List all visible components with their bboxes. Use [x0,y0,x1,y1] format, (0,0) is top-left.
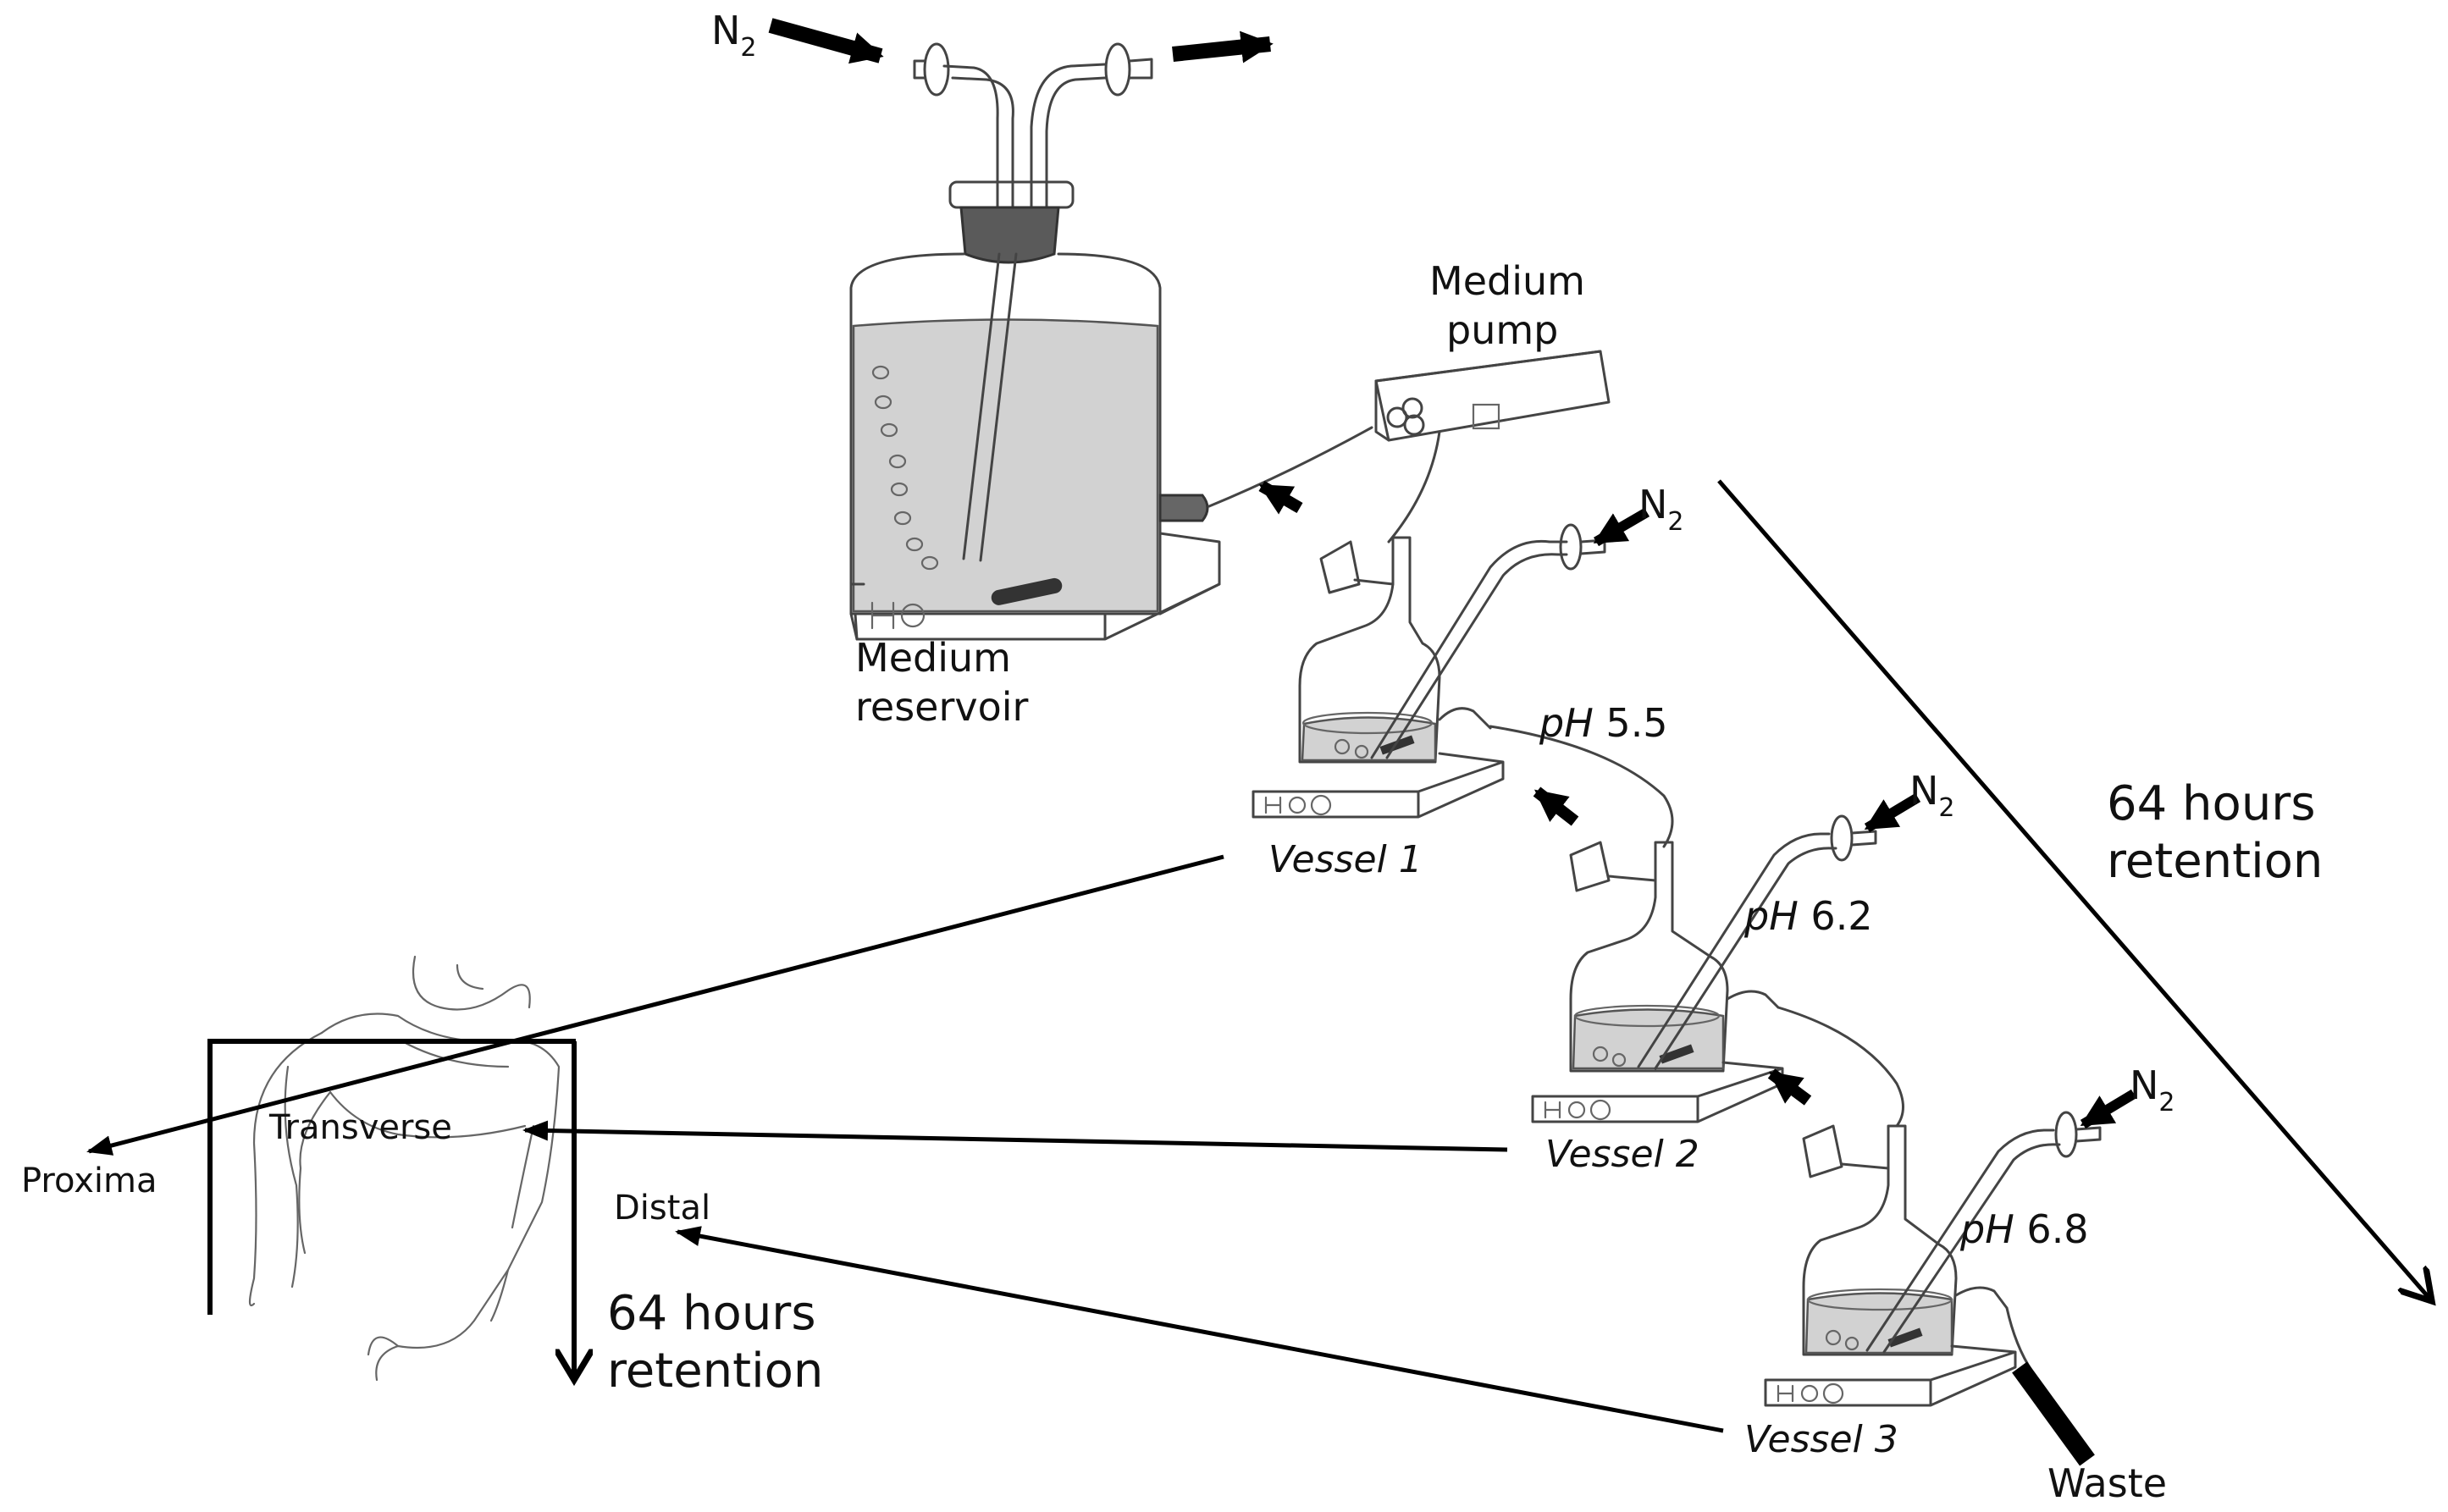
pump-inlet-tubing [1207,426,1373,508]
medium-reservoir [849,42,1221,641]
vessel-2-gas-label: N2 [1909,768,1955,823]
vessel-1-outlet [1438,707,1492,730]
vessel-2-flask [1569,841,1729,1073]
vessel-3-ph-label: pH 6.8 [1959,1206,2089,1252]
vessel-3-gas-label: N2 [2130,1062,2175,1117]
vessel-1-ph-label: pH 5.5 [1539,700,1668,746]
waste-label: Waste [2047,1460,2167,1506]
vessel-1 [1252,523,1606,819]
vessel-3-liquid [1804,1292,1953,1355]
colon-label-proximal: Proxima [21,1162,157,1200]
reservoir-plate-switch [870,601,895,630]
medium-pump [1207,350,1611,544]
reservoir-filter-in [913,42,950,97]
vessel-1-gas-arrow [1593,507,1650,547]
vessel-3-stirrer-plate [1764,1344,2017,1407]
vessel-3-flask [1802,1124,1958,1356]
reservoir-gas-in-tube [942,64,999,256]
waste-tubing [2005,1306,2034,1373]
vessel-2-gas-arrow [1864,792,1921,833]
vessel-3-gas-arrow [2080,1089,2137,1129]
vessel-3-label: Vessel 3 [1744,1418,1898,1461]
reservoir-filter-out [1104,42,1153,97]
waste-arrow [2012,1361,2095,1466]
vessel-1-liquid [1301,716,1437,762]
vessel-2-label: Vessel 2 [1545,1133,1699,1176]
pointer-vessel-3-to-distal [675,1226,1724,1433]
vessel-3-valve [1802,1124,1843,1178]
pointer-vessel-2-to-transverse [522,1120,1508,1152]
vessel-2-stirrer-plate [1531,1061,1784,1123]
pump-display [1472,403,1500,430]
vessel-3-outlet [1954,1286,2009,1310]
vessel-3-filter [2054,1111,2078,1158]
colon-label-transverse: Transverse [268,1108,452,1147]
vessel-2-gas-tube [1637,832,1831,1068]
pointer-vessel-1-to-proximal [86,854,1224,1156]
vessel-2-ph-label: pH 6.2 [1743,893,1873,939]
tubing-vessel-2-to-3 [1777,1006,1904,1128]
flow-arrow-vessel-3-to-2 [1767,1068,1812,1106]
reservoir-gas-out-arrow [1172,30,1274,63]
vessel-3-gas-tube [1865,1128,2055,1352]
reservoir-stopper [959,206,1060,264]
vessel-1-flask [1298,536,1441,764]
colon-sketch [207,955,576,1380]
vessel-3 [1764,1111,2102,1407]
vessel-1-label: Vessel 1 [1268,838,1423,881]
pump-roller-icon [1386,406,1408,428]
vessel-2-outlet [1726,990,1780,1009]
vessel-1-stirrer-plate [1252,752,1505,819]
vessel-1-valve [1319,540,1361,594]
tubing-vessel-1-to-2 [1489,725,1674,848]
reservoir-gas-label: N2 [711,8,757,63]
vessel-1-gas-tube [1370,539,1568,759]
vessel-1-filter [1559,523,1583,571]
flow-arrow-reservoir-to-pump [1258,480,1303,515]
retention-arrow-right [1717,479,2432,1301]
reservoir-outlet-port [1158,494,1209,522]
vessel-2-filter [1830,814,1854,862]
vessel-1-gas-label: N2 [1638,482,1684,537]
flow-arrow-vessel-2-to-1 [1533,786,1579,826]
colon-label-distal: Distal [614,1189,710,1228]
reservoir-stir-bar [991,577,1063,605]
vessel-2-valve [1569,841,1611,892]
reservoir-gas-in-arrow [768,18,884,64]
reservoir-gas-out-tube [1030,63,1107,256]
pump-outlet-tubing [1387,430,1441,544]
vessel-2 [1531,814,1877,1123]
reservoir-medium-liquid [852,318,1159,613]
reservoir-bubbles [871,365,939,571]
